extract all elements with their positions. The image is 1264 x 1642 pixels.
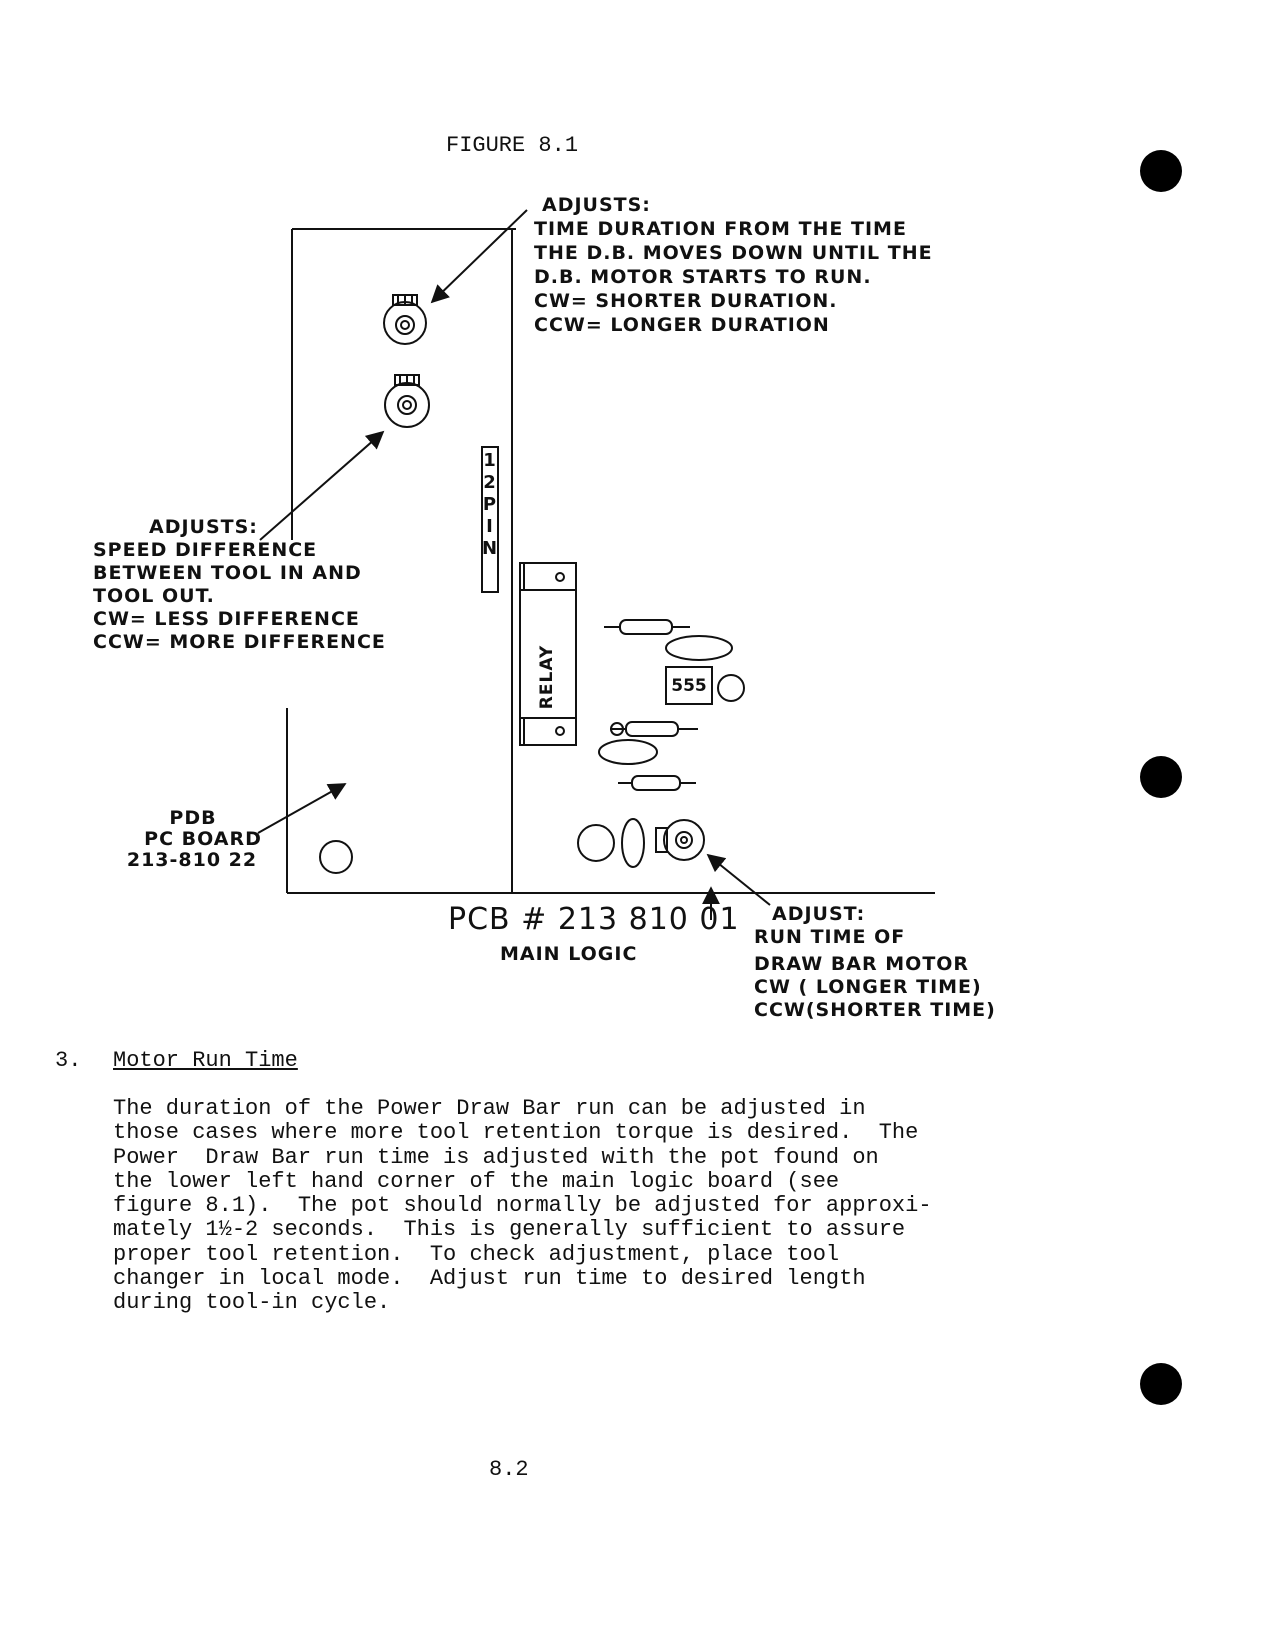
connector-label-char: P bbox=[482, 494, 498, 515]
chip-adjacent-circle bbox=[717, 674, 745, 702]
connector-label-char: I bbox=[486, 516, 494, 537]
callout-top-heading: ADJUSTS: bbox=[542, 194, 651, 216]
callout-top-line: CW= SHORTER DURATION. bbox=[534, 290, 838, 312]
relay-body bbox=[519, 562, 577, 746]
page-number: 8.2 bbox=[489, 1457, 529, 1482]
arrow-to-runtime-pot bbox=[706, 853, 771, 906]
section-paragraph: The duration of the Power Draw Bar run c… bbox=[113, 1096, 932, 1316]
callout-left: ADJUSTS: SPEED DIFFERENCE BETWEEN TOOL I… bbox=[93, 516, 386, 654]
resistor-1 bbox=[604, 619, 690, 635]
callout-bottom-line: CCW(SHORTER TIME) bbox=[754, 999, 996, 1021]
paragraph-line: mately 1½-2 seconds. This is generally s… bbox=[113, 1217, 906, 1243]
section-title: Motor Run Time bbox=[113, 1048, 298, 1073]
connector-label-char: 1 bbox=[483, 450, 497, 471]
potentiometer-top bbox=[383, 294, 427, 345]
callout-bottom: ADJUST: RUN TIME OF DRAW BAR MOTOR CW ( … bbox=[754, 903, 996, 1022]
callout-bottom-line: CW ( LONGER TIME) bbox=[754, 976, 982, 998]
callout-top-line: TIME DURATION FROM THE TIME bbox=[534, 218, 907, 240]
bottom-component-round bbox=[577, 824, 615, 862]
callout-left-heading: ADJUSTS: bbox=[149, 516, 258, 538]
callout-top: ADJUSTS: TIME DURATION FROM THE TIME THE… bbox=[534, 193, 933, 337]
connector-label-char: 2 bbox=[483, 472, 497, 493]
paragraph-line: Power Draw Bar run time is adjusted with… bbox=[113, 1144, 879, 1170]
callout-bottom-line: DRAW BAR MOTOR bbox=[754, 953, 970, 975]
paragraph-line: The duration of the Power Draw Bar run c… bbox=[113, 1096, 866, 1121]
mounting-hole bbox=[319, 840, 353, 874]
capacitor-1 bbox=[665, 635, 733, 661]
pdb-label-line: 213-810 22 bbox=[126, 849, 258, 871]
section-number: 3. bbox=[55, 1048, 82, 1073]
callout-top-line: CCW= LONGER DURATION bbox=[534, 314, 830, 336]
chip-label: 555 bbox=[671, 676, 707, 696]
callout-left-line: CW= LESS DIFFERENCE bbox=[93, 608, 360, 630]
potentiometer-runtime bbox=[655, 819, 705, 861]
relay-label: RELAY bbox=[537, 644, 557, 710]
arrow-to-pdb-board bbox=[257, 783, 347, 834]
paragraph-line: those cases where more tool retention to… bbox=[113, 1120, 919, 1146]
arrow-to-top-pot bbox=[430, 209, 528, 304]
arrow-to-middle-pot bbox=[259, 430, 385, 541]
resistor-2 bbox=[610, 721, 698, 737]
pcb-sublabel: MAIN LOGIC bbox=[500, 943, 638, 965]
callout-top-line: THE D.B. MOVES DOWN UNTIL THE bbox=[534, 242, 933, 264]
paragraph-line: the lower left hand corner of the main l… bbox=[113, 1168, 840, 1194]
binder-hole-bottom bbox=[1140, 1363, 1182, 1405]
timer-chip-555 bbox=[665, 666, 713, 705]
paragraph-line: figure 8.1). The pot should normally be … bbox=[113, 1193, 932, 1219]
bottom-component-oval bbox=[621, 818, 645, 868]
paragraph-line: proper tool retention. To check adjustme… bbox=[113, 1241, 840, 1267]
paragraph-line: during tool-in cycle. bbox=[113, 1290, 391, 1316]
pdb-label-line: PC BOARD bbox=[144, 828, 262, 850]
potentiometer-middle bbox=[384, 374, 430, 428]
pdb-label-line: PDB bbox=[169, 807, 217, 829]
callout-left-line: BETWEEN TOOL IN AND bbox=[93, 562, 362, 584]
connector-12pin bbox=[481, 446, 499, 593]
callout-left-line: CCW= MORE DIFFERENCE bbox=[93, 631, 386, 653]
callout-left-line: SPEED DIFFERENCE bbox=[93, 539, 318, 561]
callout-bottom-heading: ADJUST: bbox=[772, 903, 866, 925]
binder-hole-middle bbox=[1140, 756, 1182, 798]
callout-top-line: D.B. MOTOR STARTS TO RUN. bbox=[534, 266, 872, 288]
figure-title: FIGURE 8.1 bbox=[446, 133, 579, 158]
callout-bottom-line: RUN TIME OF bbox=[754, 926, 906, 948]
paragraph-line: changer in local mode. Adjust run time t… bbox=[113, 1266, 866, 1292]
callout-left-line: TOOL OUT. bbox=[93, 585, 215, 607]
resistor-3 bbox=[618, 775, 696, 791]
binder-hole-top bbox=[1140, 150, 1182, 192]
connector-label: 1 2 P I N bbox=[482, 450, 498, 560]
pdb-label: PDB PC BOARD 213-810 22 bbox=[127, 808, 278, 871]
capacitor-2 bbox=[598, 739, 658, 765]
pcb-label: PCB # 213 810 01 bbox=[448, 902, 740, 937]
connector-label-char: N bbox=[482, 538, 499, 559]
